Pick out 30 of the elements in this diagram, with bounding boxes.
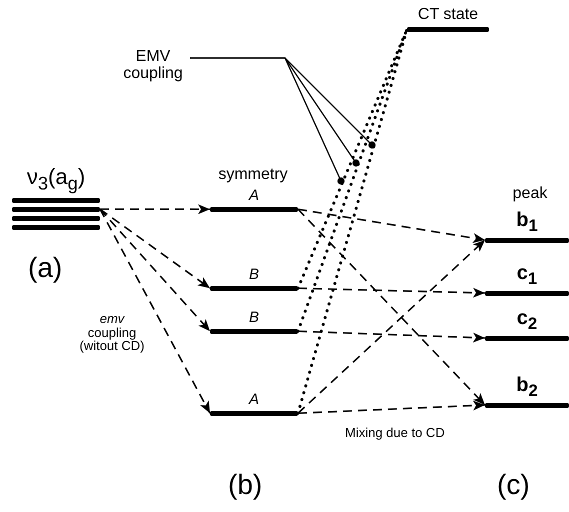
- level-label: A: [247, 392, 260, 408]
- dashed-arrow: [297, 239, 486, 414]
- dashed-arrow: [298, 400, 486, 414]
- panel-label: (a): [28, 253, 62, 282]
- level-label: B: [248, 310, 260, 326]
- dashed-arrow: [298, 330, 486, 343]
- leader-line: [190, 57, 376, 149]
- callout-text: EMV coupling: [122, 49, 184, 83]
- level-label: B: [248, 267, 260, 283]
- column-heading: symmetry: [217, 167, 289, 184]
- level-label: b$_{1}$: [515, 210, 539, 234]
- level-label: b$_{2}$: [515, 375, 539, 400]
- panel-label: (c): [497, 470, 530, 500]
- dotted-line: [296, 28, 408, 415]
- panel-label: (b): [228, 470, 262, 500]
- level-label: ν$_{3}$(a$_{g}$): [26, 165, 86, 193]
- dashed-arrow: [298, 208, 486, 243]
- level-label: c$_{1}$: [516, 263, 538, 288]
- level-label: CT state: [416, 7, 480, 24]
- level-label: c$_{2}$: [516, 308, 538, 332]
- dashed-arrow: [298, 287, 486, 298]
- dashed-arrow: [100, 208, 210, 289]
- dashed-arrow: [99, 208, 211, 332]
- dashed-arrow: [100, 204, 210, 214]
- column-heading: peak: [512, 186, 548, 203]
- annotation-text: Mixing due to CD: [345, 426, 445, 440]
- level-label: A: [247, 188, 260, 204]
- dashed-arrow: [99, 208, 211, 414]
- annotation-text: emv coupling (witout CD): [78, 312, 146, 353]
- dashed-arrow: [297, 208, 486, 406]
